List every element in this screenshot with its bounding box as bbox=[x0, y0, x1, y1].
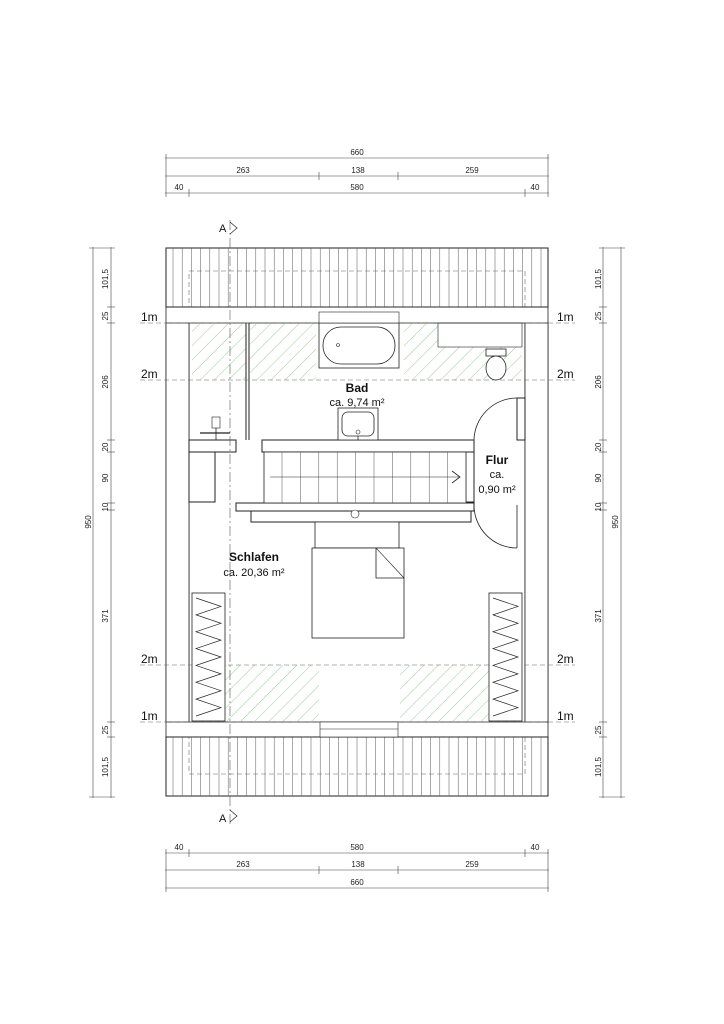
level-2m-left-bottom: 2m bbox=[141, 652, 158, 666]
room-flur-area-line1: ca. bbox=[490, 469, 505, 481]
wardrobe-right bbox=[488, 592, 523, 722]
dim-right-7: 371 bbox=[594, 609, 603, 623]
dim-left-total: 950 bbox=[84, 515, 93, 529]
left-dimension-chains: 950 101,5 25 206 20 90 10 371 25 101,5 bbox=[84, 247, 115, 798]
interior-walls bbox=[188, 323, 526, 523]
top-dimension-chains: 660 263 138 259 40 580 40 bbox=[165, 148, 549, 197]
dim-left-3: 206 bbox=[101, 375, 110, 389]
dim-left-8: 25 bbox=[101, 725, 110, 734]
level-lines: 1m 1m 2m 2m 2m 2m 1m 1m bbox=[140, 310, 575, 723]
shower-tap bbox=[200, 416, 230, 440]
level-1m-right-top: 1m bbox=[557, 310, 574, 324]
right-dimension-chains: 950 101,5 25 206 20 90 10 371 25 101,5 bbox=[594, 247, 625, 798]
flur-door bbox=[473, 397, 518, 549]
room-label-bad: Bad ca. 9,74 m² bbox=[329, 381, 384, 409]
dim-left-1: 101,5 bbox=[101, 268, 110, 289]
level-2m-left-top: 2m bbox=[141, 367, 158, 381]
dim-left-9: 101,5 bbox=[101, 756, 110, 777]
dim-top-inner-2: 580 bbox=[350, 183, 364, 192]
bottom-dimension-chains: 40 580 40 263 138 259 660 bbox=[165, 843, 549, 892]
dim-right-8: 25 bbox=[594, 725, 603, 734]
dim-bottom-total: 660 bbox=[350, 878, 364, 887]
level-2m-right-bottom: 2m bbox=[557, 652, 574, 666]
room-schlafen-name: Schlafen bbox=[229, 550, 279, 564]
dim-right-9: 101,5 bbox=[594, 756, 603, 777]
dim-bottom-inner-1: 40 bbox=[175, 843, 184, 852]
dim-left-4: 20 bbox=[101, 442, 110, 451]
dim-top-segment-2: 138 bbox=[351, 166, 365, 175]
dim-right-6: 10 bbox=[594, 502, 603, 511]
room-label-flur: Flur ca. 0,90 m² bbox=[478, 453, 516, 496]
dim-left-7: 371 bbox=[101, 609, 110, 623]
bed bbox=[311, 521, 405, 639]
dim-bottom-segment-2: 138 bbox=[351, 860, 365, 869]
room-bad-area: ca. 9,74 m² bbox=[329, 397, 384, 409]
roof-top bbox=[165, 247, 549, 308]
dim-right-total: 950 bbox=[611, 515, 620, 529]
room-schlafen-area: ca. 20,36 m² bbox=[223, 567, 284, 579]
roof-bottom bbox=[165, 736, 549, 797]
section-marker-bottom: A bbox=[219, 813, 227, 825]
section-line-a: A A bbox=[219, 220, 238, 825]
dim-top-segment-1: 263 bbox=[236, 166, 250, 175]
dim-right-4: 20 bbox=[594, 442, 603, 451]
dim-right-2: 25 bbox=[594, 311, 603, 320]
wardrobe-left bbox=[191, 592, 226, 722]
dim-right-5: 90 bbox=[594, 473, 603, 482]
level-2m-right-top: 2m bbox=[557, 367, 574, 381]
dim-top-segment-3: 259 bbox=[465, 166, 479, 175]
dim-bottom-segment-1: 263 bbox=[236, 860, 250, 869]
room-flur-name: Flur bbox=[486, 453, 509, 467]
dim-top-inner-3: 40 bbox=[531, 183, 540, 192]
room-flur-area-line2: 0,90 m² bbox=[478, 484, 516, 496]
exterior-walls bbox=[165, 306, 549, 738]
dim-left-2: 25 bbox=[101, 311, 110, 320]
dim-right-3: 206 bbox=[594, 375, 603, 389]
window-bottom bbox=[319, 721, 399, 738]
room-label-schlafen: Schlafen ca. 20,36 m² bbox=[223, 550, 284, 579]
dim-top-total: 660 bbox=[350, 148, 364, 157]
room-bad-name: Bad bbox=[346, 381, 369, 395]
level-1m-left-bottom: 1m bbox=[141, 709, 158, 723]
level-1m-right-bottom: 1m bbox=[557, 709, 574, 723]
dim-bottom-inner-2: 580 bbox=[350, 843, 364, 852]
washbasin bbox=[337, 407, 379, 441]
dim-bottom-inner-3: 40 bbox=[531, 843, 540, 852]
bathtub bbox=[318, 311, 400, 369]
dim-right-1: 101,5 bbox=[594, 268, 603, 289]
dim-bottom-segment-3: 259 bbox=[465, 860, 479, 869]
dim-left-5: 90 bbox=[101, 473, 110, 482]
dim-left-6: 10 bbox=[101, 502, 110, 511]
staircase bbox=[263, 451, 467, 519]
toilet bbox=[437, 322, 523, 381]
dim-top-inner-1: 40 bbox=[175, 183, 184, 192]
section-marker-top: A bbox=[219, 223, 227, 235]
level-1m-left-top: 1m bbox=[141, 310, 158, 324]
